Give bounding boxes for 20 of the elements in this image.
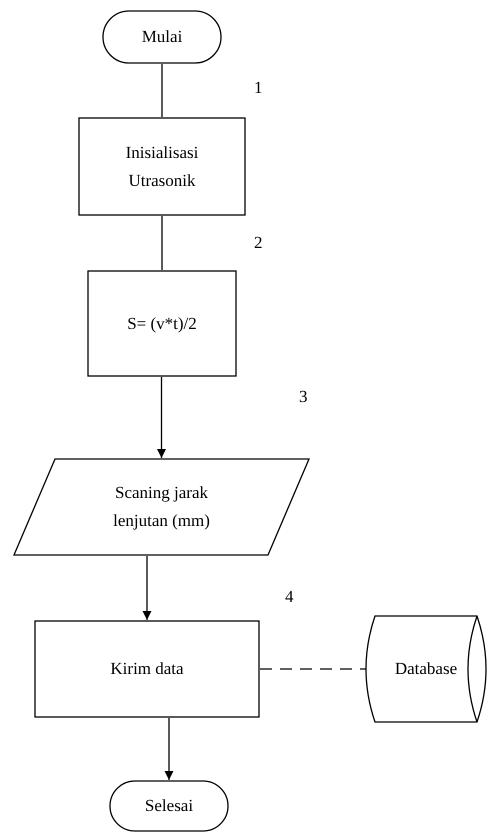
process-box <box>87 270 237 377</box>
arrow <box>142 556 152 620</box>
dashed-connector <box>260 668 366 670</box>
node-text: Selesai <box>144 795 194 817</box>
node-text: Inisialisasi Utrasonik <box>124 142 200 192</box>
node-text: S= (v*t)/2 <box>127 312 197 334</box>
arrow <box>164 718 174 780</box>
step-number: 3 <box>299 387 308 407</box>
data-parallelogram <box>13 458 310 556</box>
node-text: Mulai <box>142 26 182 48</box>
database-shape <box>365 615 487 723</box>
node-text: Kirim data <box>110 658 184 680</box>
node-text: Database <box>394 658 458 680</box>
process-box <box>78 117 246 216</box>
arrow <box>157 377 166 458</box>
process-box <box>34 620 260 718</box>
step-number: 4 <box>285 587 294 607</box>
step-number: 1 <box>254 78 262 98</box>
node-text: Scaning jarak lenjutan (mm) <box>112 482 211 532</box>
step-number: 2 <box>254 233 262 253</box>
